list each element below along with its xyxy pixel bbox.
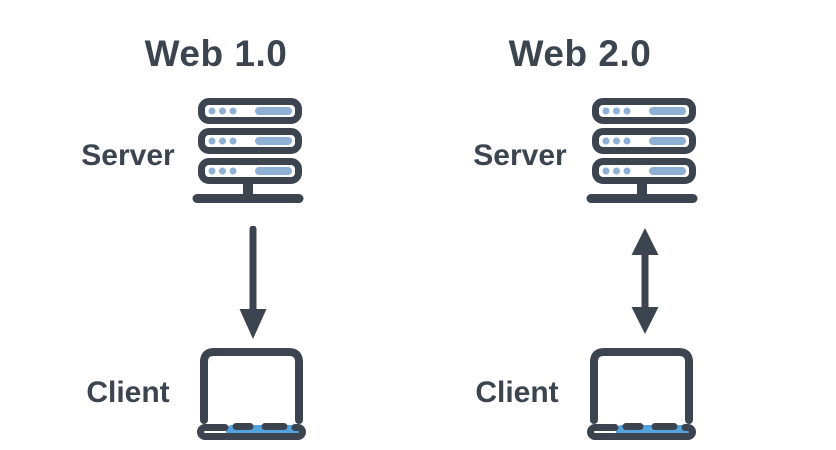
server-rack-icon [192,98,304,203]
client-label: Client [475,376,559,409]
laptop-icon [587,348,696,440]
down-arrow-icon [239,226,267,339]
server-label: Server [473,139,567,172]
web1-title: Web 1.0 [144,32,288,74]
laptop-icon [197,348,306,440]
web2-title: Web 2.0 [508,32,652,74]
server-label: Server [81,139,175,172]
up-down-arrow-icon [631,228,659,334]
client-label: Client [86,376,170,409]
server-rack-icon [586,98,698,203]
